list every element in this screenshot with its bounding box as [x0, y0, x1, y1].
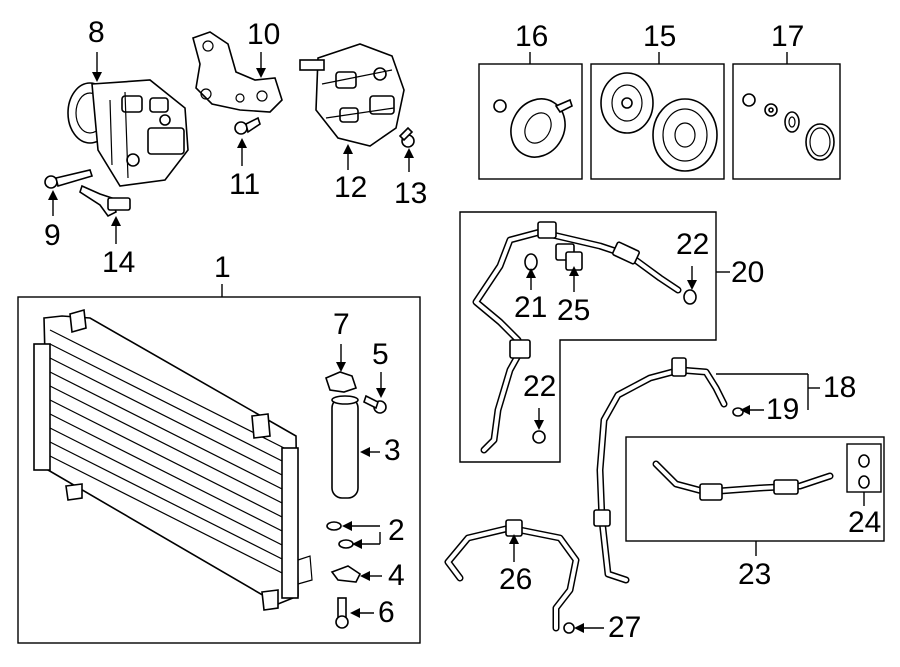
suction-hose-20: [472, 221, 682, 454]
callout-15: 15: [643, 20, 677, 53]
o-ring-27: [563, 622, 575, 634]
bolt-9: [44, 169, 94, 189]
bracket-4: [330, 565, 362, 583]
callout-22-upper: 22: [676, 228, 710, 261]
o-ring-24-a: [858, 454, 870, 468]
callout-10: 10: [247, 18, 281, 51]
callout-5: 5: [372, 338, 389, 371]
pressure-switch-25: [555, 243, 583, 271]
callout-2: 2: [388, 514, 405, 547]
callout-19: 19: [766, 393, 800, 426]
bolt-13: [398, 126, 415, 148]
callout-26: 26: [499, 563, 533, 596]
callout-3: 3: [384, 434, 401, 467]
compressor-8: [67, 79, 189, 187]
callout-21: 21: [514, 291, 548, 324]
condenser-group-box: [17, 296, 421, 644]
snap-ring-kit-17: [742, 93, 835, 161]
liquid-line-group-box: [625, 436, 885, 542]
receiver-drier-3: [331, 395, 359, 499]
o-ring-19: [732, 407, 744, 417]
clutch-coil-16: [493, 98, 573, 158]
callout-16: 16: [515, 20, 549, 53]
o-ring-22-upper: [683, 289, 697, 305]
callout-6: 6: [378, 596, 395, 629]
discharge-hose-18: [593, 357, 728, 584]
clutch-pulley-15: [600, 72, 718, 172]
o-rings-2: [326, 521, 354, 549]
o-ring-22-lower: [532, 430, 546, 444]
condenser-1: [33, 308, 313, 611]
callout-8: 8: [88, 16, 105, 49]
callout-1: 1: [214, 251, 231, 284]
clutch-pulley-box: [590, 63, 725, 180]
compressor-12: [299, 43, 405, 147]
callout-20: 20: [731, 256, 765, 289]
bolt-5: [363, 394, 387, 414]
callout-25: 25: [557, 294, 591, 327]
callout-9: 9: [44, 219, 61, 252]
bolt-11: [234, 116, 261, 135]
liquid-line-23: [652, 460, 834, 501]
callout-7: 7: [333, 308, 350, 341]
tube-26: [444, 519, 580, 632]
o-ring-21: [524, 253, 538, 271]
leader-lines: [48, 52, 865, 633]
o-ring-24-b: [858, 475, 870, 489]
suction-hose-group-box: [459, 211, 717, 463]
callout-22-lower: 22: [523, 370, 557, 403]
callout-17: 17: [771, 20, 805, 53]
callout-27: 27: [608, 611, 642, 644]
bracket-7: [325, 371, 358, 393]
callout-18: 18: [823, 371, 857, 404]
callout-14: 14: [102, 246, 136, 279]
bracket-10: [192, 31, 283, 113]
callout-24: 24: [848, 506, 882, 539]
callout-4: 4: [388, 559, 405, 592]
bolt-6: [335, 597, 349, 629]
callout-12: 12: [334, 171, 368, 204]
callout-13: 13: [394, 177, 428, 210]
callout-11: 11: [229, 168, 261, 201]
callout-23: 23: [738, 558, 772, 591]
sensor-14: [79, 184, 131, 218]
